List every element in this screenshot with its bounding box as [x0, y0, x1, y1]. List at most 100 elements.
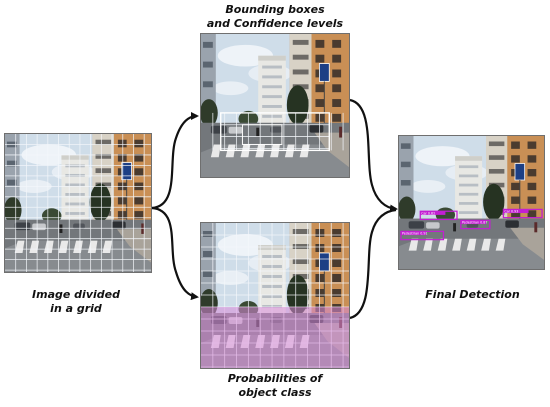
crosswalk-stripe	[58, 240, 69, 253]
detection-tag: Pedestrian 0.87	[462, 221, 488, 225]
tree	[89, 183, 112, 222]
window	[202, 41, 213, 48]
grid-overlay	[5, 134, 151, 272]
tower-window	[65, 202, 85, 206]
window	[315, 99, 325, 107]
car	[408, 221, 425, 229]
crosswalk-stripe	[73, 240, 83, 253]
window	[332, 229, 342, 237]
window	[134, 196, 144, 205]
cloud	[212, 271, 249, 285]
window	[332, 113, 342, 122]
car	[309, 124, 324, 133]
window	[332, 84, 342, 93]
tower-window	[262, 65, 282, 69]
bounding-box	[241, 124, 283, 145]
balcony	[95, 168, 112, 174]
road-sign	[319, 252, 330, 272]
crosswalk-stripe	[210, 144, 221, 158]
sidewalk	[314, 132, 349, 168]
window	[511, 210, 520, 218]
detection-tag-bg	[400, 231, 427, 236]
window	[332, 274, 342, 282]
tower-window	[262, 105, 282, 108]
window	[400, 143, 411, 149]
window	[527, 141, 537, 149]
balcony	[95, 139, 112, 145]
bounding-boxes-image	[200, 33, 350, 178]
right-label-line-1: Final Detection	[425, 288, 520, 301]
class-overlay	[201, 307, 349, 327]
road-near	[399, 238, 544, 269]
window	[202, 251, 213, 257]
car	[228, 126, 243, 134]
balcony	[488, 169, 505, 174]
tree	[286, 85, 309, 125]
window	[332, 39, 342, 48]
car	[32, 223, 46, 231]
road-sign	[319, 63, 330, 82]
window	[202, 81, 213, 88]
window	[134, 153, 144, 162]
street-scene	[201, 223, 349, 368]
car	[112, 221, 126, 230]
car	[73, 223, 85, 230]
top-label-line-2: and Confidence levels	[206, 17, 344, 30]
window	[6, 179, 17, 186]
window	[332, 99, 342, 107]
road-sign	[121, 162, 132, 181]
window	[315, 274, 325, 282]
cloud	[212, 81, 249, 96]
pedestrian	[141, 223, 145, 234]
tower-window	[262, 75, 282, 79]
left-label: Image divided in a grid	[6, 288, 146, 316]
cloud	[410, 180, 446, 193]
pedestrian	[256, 127, 260, 137]
tower-window	[65, 193, 85, 196]
pedestrian	[453, 223, 457, 232]
balcony	[292, 39, 309, 45]
window	[117, 211, 127, 219]
tower-window	[458, 174, 479, 178]
window	[202, 271, 213, 277]
detection-box	[502, 208, 543, 219]
window	[202, 61, 213, 68]
balcony	[292, 244, 309, 249]
tower-window	[262, 85, 282, 89]
window	[332, 69, 342, 78]
pedestrian	[534, 222, 538, 233]
window	[202, 231, 213, 237]
tree	[41, 208, 62, 224]
left-label-line-2: in a grid	[50, 302, 102, 315]
road-sign	[514, 163, 526, 181]
tower-window	[65, 164, 85, 168]
crosswalk-stripe	[452, 238, 462, 251]
window	[527, 155, 537, 163]
window	[527, 182, 537, 191]
arrow-grid-to-boxes	[151, 112, 199, 210]
crosswalk-stripe	[408, 238, 419, 251]
window	[315, 244, 325, 252]
detection-tag: Car 0.93	[504, 210, 518, 214]
window	[400, 180, 411, 186]
window	[315, 289, 325, 297]
tree	[399, 196, 416, 223]
detection-tag: Car 0.82	[421, 211, 435, 215]
sidewalk	[510, 227, 544, 260]
window	[315, 229, 325, 237]
tower-window	[458, 211, 479, 214]
detection-tag-bg	[420, 211, 446, 215]
window	[332, 259, 342, 267]
car	[426, 222, 440, 229]
window	[315, 54, 325, 63]
road-near	[201, 144, 349, 177]
road-near	[5, 240, 151, 272]
window	[117, 196, 127, 205]
tree	[483, 183, 505, 221]
arrow-classes-to-final	[349, 208, 397, 320]
bottom-label-line-1: Probabilities of	[227, 372, 323, 385]
top-label: Bounding boxes and Confidence levels	[195, 3, 355, 31]
window	[511, 196, 520, 204]
balcony	[95, 153, 112, 159]
street-scene	[5, 134, 151, 272]
